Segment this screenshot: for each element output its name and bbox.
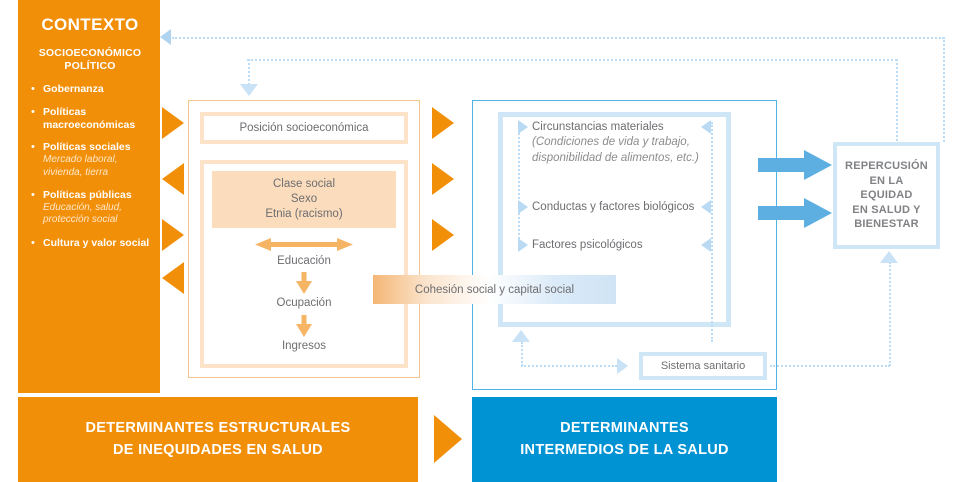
- context-subtitle-line2: POLÍTICO: [64, 59, 116, 72]
- list-item: • Políticas públicas Educación, salud, p…: [30, 189, 150, 227]
- arrow-right-icon: [162, 107, 184, 139]
- structural-banner: DETERMINANTES ESTRUCTURALES DE INEQUIDAD…: [18, 397, 418, 482]
- intermediate-banner-line1: DETERMINANTES: [560, 420, 689, 437]
- arrow-down-icon: [296, 272, 312, 294]
- item-arrow-right-icon: [518, 200, 528, 214]
- structural-banner-text: DETERMINANTES ESTRUCTURALES DE INEQUIDAD…: [85, 418, 350, 460]
- social-class-box: Clase social Sexo Etnia (racismo): [212, 171, 396, 228]
- health-system-feedback-arrowhead-icon: [512, 330, 530, 342]
- education-label: Educación: [277, 255, 331, 267]
- feedback-loop-outer-vertical: [943, 37, 945, 142]
- context-item-label: Políticas macroeconómicas: [43, 105, 136, 131]
- feedback-loop-outer-arrowhead-icon: [160, 29, 171, 45]
- outcome-line-3: EQUIDAD: [860, 189, 913, 202]
- health-system-label: Sistema sanitario: [660, 360, 746, 372]
- outcome-feedback-vertical: [889, 262, 891, 366]
- context-item-label: Gobernanza: [43, 82, 104, 95]
- double-arrow-icon: [255, 238, 353, 251]
- banner-arrow-right-icon: [434, 415, 462, 463]
- social-class-line-1: Clase social: [273, 177, 335, 190]
- social-class-line-2: Sexo: [290, 192, 318, 205]
- intermediate-banner-text: DETERMINANTES INTERMEDIOS DE LA SALUD: [520, 418, 729, 460]
- bullet-icon: •: [31, 189, 35, 202]
- list-item: • Gobernanza: [30, 83, 150, 96]
- context-subtitle: SOCIOECONÓMICO POLÍTICO: [30, 47, 150, 73]
- structural-banner-line2: DE INEQUIDADES EN SALUD: [113, 441, 323, 458]
- context-item-label: Políticas sociales: [43, 141, 131, 154]
- arrow-right-icon: [432, 107, 454, 139]
- list-item: • Políticas sociales Mercado laboral, vi…: [30, 141, 150, 179]
- context-subtitle-line1: SOCIOECONÓMICO: [38, 46, 142, 59]
- social-cohesion-bar: Cohesión social y capital social: [373, 275, 616, 304]
- feedback-loop-inner-vertical-right: [896, 59, 898, 149]
- outcome-feedback-arrowhead-icon: [880, 251, 898, 263]
- intermediate-left-rail: [518, 122, 520, 250]
- bullet-icon: •: [31, 82, 35, 95]
- arrow-right-icon: [432, 163, 454, 195]
- arrow-left-icon: [162, 262, 184, 294]
- item-arrow-left-icon: [701, 120, 711, 134]
- feedback-loop-inner-arrowhead-icon: [240, 84, 258, 96]
- arrow-left-icon: [162, 163, 184, 195]
- health-equity-outcome-box: REPERCUSIÓN EN LA EQUIDAD EN SALUD Y BIE…: [833, 142, 940, 249]
- context-panel: CONTEXTO SOCIOECONÓMICO POLÍTICO • Gober…: [18, 0, 160, 393]
- arrow-right-icon: [432, 219, 454, 251]
- context-item-label: Cultura y valor social: [43, 236, 150, 249]
- list-item: • Cultura y valor social: [30, 237, 150, 250]
- item-arrow-left-icon: [701, 200, 711, 214]
- social-class-line-3: Etnia (racismo): [265, 208, 343, 221]
- context-title: CONTEXTO: [41, 15, 139, 34]
- intermediate-item-title: Conductas y factores biológicos: [532, 201, 695, 213]
- context-item-detail: Educación, salud, protección social: [43, 201, 122, 226]
- intermediate-item-title: Circunstancias materiales: [532, 121, 664, 133]
- bullet-icon: •: [31, 141, 35, 154]
- occupation-label: Ocupación: [276, 297, 332, 309]
- blue-arrow-right-icon: [758, 150, 832, 180]
- health-system-outbound-line: [770, 365, 890, 367]
- context-item-label: Políticas públicas: [43, 189, 132, 202]
- intermediate-item-detail: (Condiciones de vida y trabajo, disponib…: [532, 136, 699, 164]
- feedback-loop-inner-horizontal: [247, 59, 897, 61]
- arrow-right-icon: [162, 219, 184, 251]
- health-system-inbound-arrowhead-icon: [617, 358, 628, 374]
- health-system-feedback-line: [521, 342, 523, 366]
- intermediate-banner-line2: INTERMEDIOS DE LA SALUD: [520, 441, 729, 458]
- outcome-line-4: EN SALUD Y: [852, 203, 921, 216]
- structural-banner-line1: DETERMINANTES ESTRUCTURALES: [85, 420, 351, 437]
- socioeconomic-position-box: Posición socioeconómica: [200, 112, 408, 144]
- context-item-list: • Gobernanza • Políticas macroeconómicas…: [30, 83, 150, 250]
- bullet-icon: •: [31, 236, 35, 249]
- outcome-line-2: EN LA: [869, 174, 904, 187]
- intermediate-item: Circunstancias materiales (Condiciones d…: [532, 120, 712, 166]
- item-arrow-right-icon: [518, 120, 528, 134]
- health-system-inbound-line: [521, 365, 617, 367]
- outcome-text: REPERCUSIÓN EN LA EQUIDAD EN SALUD Y BIE…: [845, 159, 928, 232]
- outcome-line-5: BIENESTAR: [854, 218, 919, 231]
- blue-arrow-right-icon: [758, 198, 832, 228]
- feedback-loop-outer-horizontal: [172, 37, 944, 39]
- item-arrow-right-icon: [518, 238, 528, 252]
- intermediate-item-title: Factores psicológicos: [532, 239, 643, 251]
- income-label: Ingresos: [281, 340, 327, 352]
- outcome-line-1: REPERCUSIÓN: [845, 160, 928, 173]
- bullet-icon: •: [31, 105, 35, 118]
- item-arrow-left-icon: [701, 238, 711, 252]
- health-system-box: Sistema sanitario: [639, 352, 767, 380]
- context-item-detail: Mercado laboral, vivienda, tierra: [43, 154, 118, 178]
- intermediate-banner: DETERMINANTES INTERMEDIOS DE LA SALUD: [472, 397, 777, 482]
- social-cohesion-label: Cohesión social y capital social: [414, 283, 575, 296]
- socioeconomic-position-label: Posición socioeconómica: [239, 122, 369, 134]
- feedback-loop-inner-vertical-left: [248, 59, 250, 85]
- intermediate-item: Conductas y factores biológicos: [532, 200, 712, 215]
- intermediate-item: Factores psicológicos: [532, 238, 712, 253]
- intermediate-right-rail: [711, 122, 713, 342]
- arrow-down-icon: [296, 315, 312, 337]
- list-item: • Políticas macroeconómicas: [30, 106, 150, 132]
